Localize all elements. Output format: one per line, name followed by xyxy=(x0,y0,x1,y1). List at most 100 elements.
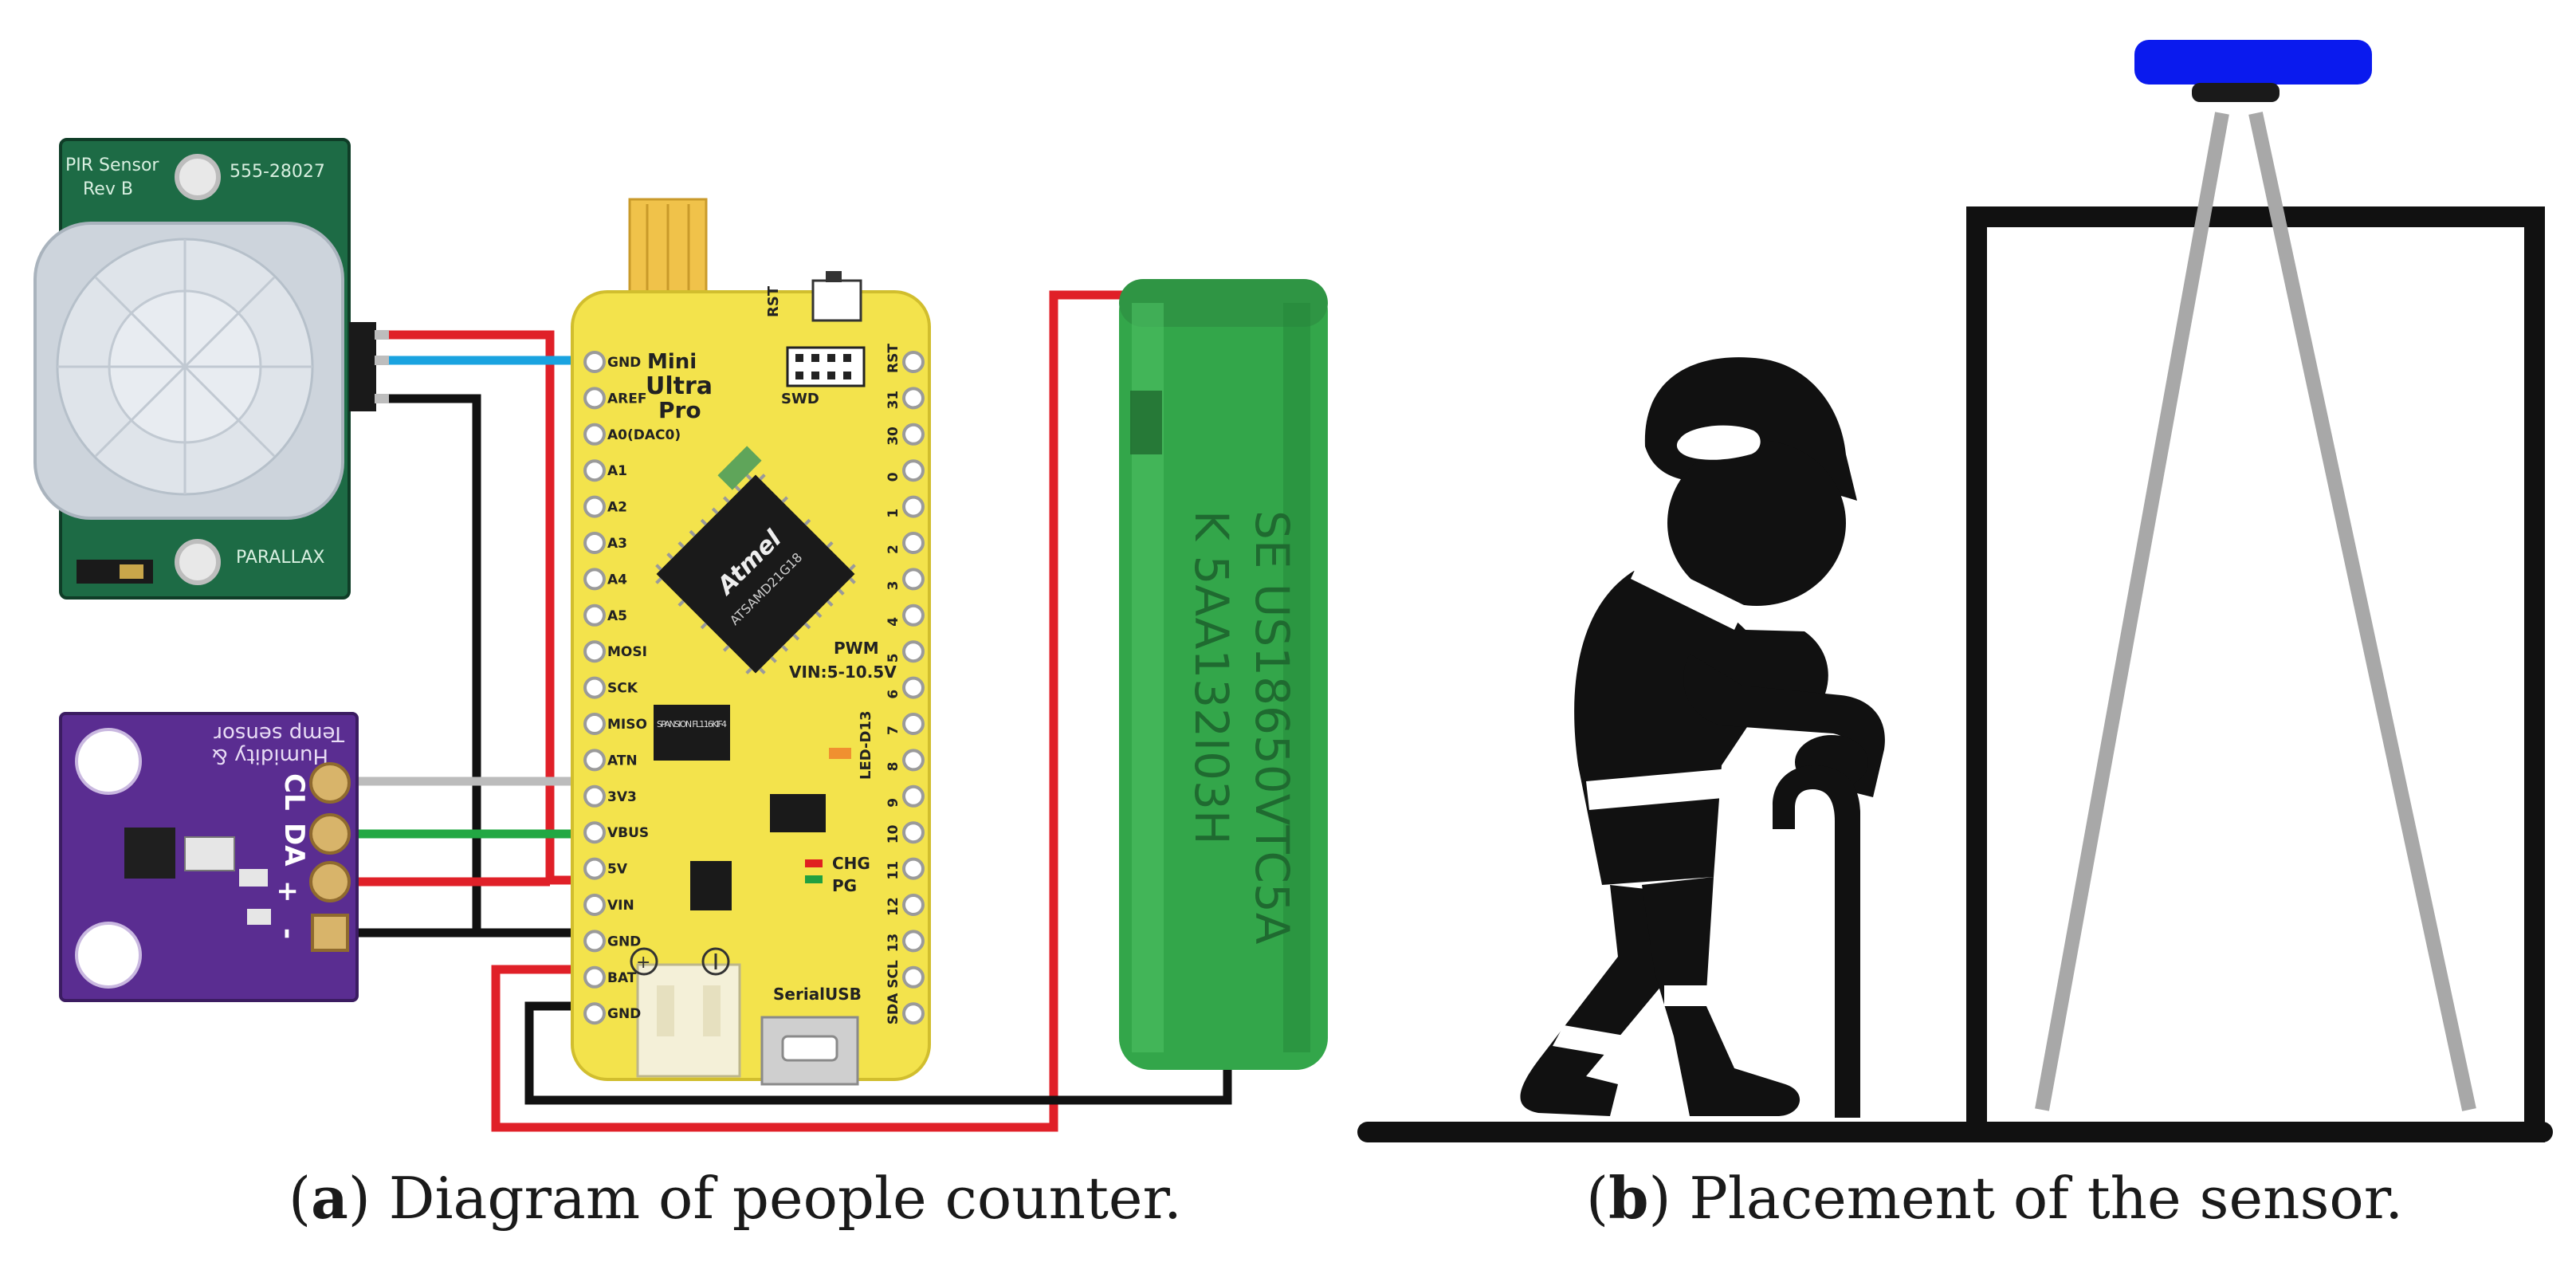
pin-label: SCK xyxy=(607,681,638,697)
pin-pad xyxy=(583,857,606,880)
pin-pad xyxy=(902,676,925,699)
mount-hole xyxy=(175,154,221,200)
svg-text:+: + xyxy=(636,953,650,973)
battery: SE US18650VTC5A K 5AA132I03H xyxy=(1119,279,1328,1070)
pin-pad xyxy=(902,568,925,591)
cap-highlight xyxy=(1676,425,1761,460)
temp-pin-cl: CL xyxy=(278,773,310,811)
caption-a-text: Diagram of people counter. xyxy=(370,1165,1182,1232)
pin-label: 1 xyxy=(886,509,901,518)
pin-label: AREF xyxy=(607,391,646,407)
temp-pads xyxy=(309,762,351,952)
pin-pad xyxy=(902,640,925,663)
rst-label: RST xyxy=(765,285,782,317)
regulator xyxy=(770,794,826,832)
temp-label-line1: Temp sensor xyxy=(214,721,345,745)
pin-pad xyxy=(902,821,925,844)
pin-label: BAT xyxy=(607,970,637,986)
pin-label: A4 xyxy=(607,572,627,588)
pin-pad xyxy=(583,532,606,554)
swd-header xyxy=(786,346,866,387)
pin-label: RST xyxy=(886,344,901,373)
pin-label: 8 xyxy=(886,762,901,772)
pin-pad xyxy=(902,459,925,482)
pin-label: 5 xyxy=(886,653,901,662)
pin-pad xyxy=(583,423,606,446)
pin-label: 3 xyxy=(886,581,901,591)
wire-pir-power xyxy=(375,330,596,885)
wire-battery-negative xyxy=(524,1001,1232,1105)
pin-label: 10 xyxy=(886,824,901,843)
pin-label: A0(DAC0) xyxy=(607,427,681,443)
pin-label: ATN xyxy=(607,753,638,769)
temp-pin-plus: + xyxy=(272,880,304,903)
pg-label: PG xyxy=(832,876,857,895)
pin-pad xyxy=(902,713,925,735)
pin-label: GND xyxy=(607,355,641,371)
pin-pad xyxy=(902,894,925,916)
pin-pad xyxy=(902,1002,925,1025)
pin-label: 13 xyxy=(886,934,901,953)
caption-a: (a) Diagram of people counter. xyxy=(289,1164,1182,1232)
pin-pad xyxy=(902,387,925,410)
panel-b-sensor-placement xyxy=(1357,40,2553,1142)
pin-pad xyxy=(583,713,606,735)
caption-b: (b) Placement of the sensor. xyxy=(1586,1164,2404,1232)
pin-pad xyxy=(583,459,606,482)
pin-label: 31 xyxy=(886,391,901,410)
mount-hole xyxy=(75,728,142,795)
pin-label: 9 xyxy=(886,798,901,808)
battery-connector xyxy=(636,963,741,1078)
pin-label: MISO xyxy=(607,717,647,733)
pin-pad xyxy=(583,604,606,627)
pin-pad xyxy=(902,930,925,953)
caption-b-text: Placement of the sensor. xyxy=(1671,1165,2404,1232)
pin-label: 6 xyxy=(886,690,901,699)
battery-text-2: K 5AA132I03H xyxy=(1184,510,1239,845)
pin-label: A2 xyxy=(607,500,627,516)
mount-hole xyxy=(75,922,142,989)
wire-pir-ground xyxy=(375,394,596,938)
pin-label: SCL xyxy=(886,960,901,989)
pir-brand: PARALLAX xyxy=(236,548,325,568)
pin-pad xyxy=(583,930,606,953)
pin-pad xyxy=(902,495,925,518)
pin-label: A5 xyxy=(607,608,627,624)
pin-label: 5V xyxy=(607,862,628,878)
pin-label: 11 xyxy=(886,861,901,880)
pin-pad xyxy=(583,351,606,373)
pin-label: VIN xyxy=(607,898,634,914)
board-name-1: Mini xyxy=(647,350,697,374)
pin-label: 0 xyxy=(886,472,901,482)
pin-label: A1 xyxy=(607,463,627,479)
pin-label: SDA xyxy=(886,993,901,1024)
pin-label: 2 xyxy=(886,545,901,554)
pwm-label: PWM xyxy=(834,639,879,658)
pin-pad xyxy=(902,857,925,880)
mount-hole xyxy=(175,539,221,585)
wire-battery-positive xyxy=(491,290,1124,1132)
pin-label: 7 xyxy=(886,725,901,735)
pir-title: PIR Sensor xyxy=(65,155,159,175)
figure-canvas: PIR Sensor Rev B 555-28027 PARALLAX xyxy=(33,40,2553,1142)
swd-label: SWD xyxy=(781,391,819,407)
pir-part-number: 555-28027 xyxy=(230,162,325,182)
left-pin-row: GNDAREFA0(DAC0)A1A2A3A4A5MOSISCKMISOATN3… xyxy=(583,351,681,1025)
pin-pad xyxy=(583,965,606,989)
elderly-person-icon xyxy=(1520,357,1885,1118)
temp-humidity-sensor-board: Temp sensor Humidity & CL DA + - xyxy=(59,712,359,1002)
ceiling-sensor-icon xyxy=(2134,40,2372,102)
flash-chip xyxy=(654,705,730,761)
panel-a-circuit-diagram: PIR Sensor Rev B 555-28027 PARALLAX xyxy=(33,138,1328,1132)
pin-pad xyxy=(583,749,606,772)
board-name-2: Ultra xyxy=(646,372,713,400)
mcu-board: RST SWD Mini Ultra Pro Atmel xyxy=(571,198,931,1086)
pin-label: GND xyxy=(607,934,641,950)
led-label: LED-D13 xyxy=(858,710,874,780)
main-chip: Atmel ATSAMD21G18 xyxy=(655,474,856,674)
temp-pin-da: DA xyxy=(278,823,310,867)
pin-pad xyxy=(583,495,606,518)
pin-pad xyxy=(902,749,925,772)
